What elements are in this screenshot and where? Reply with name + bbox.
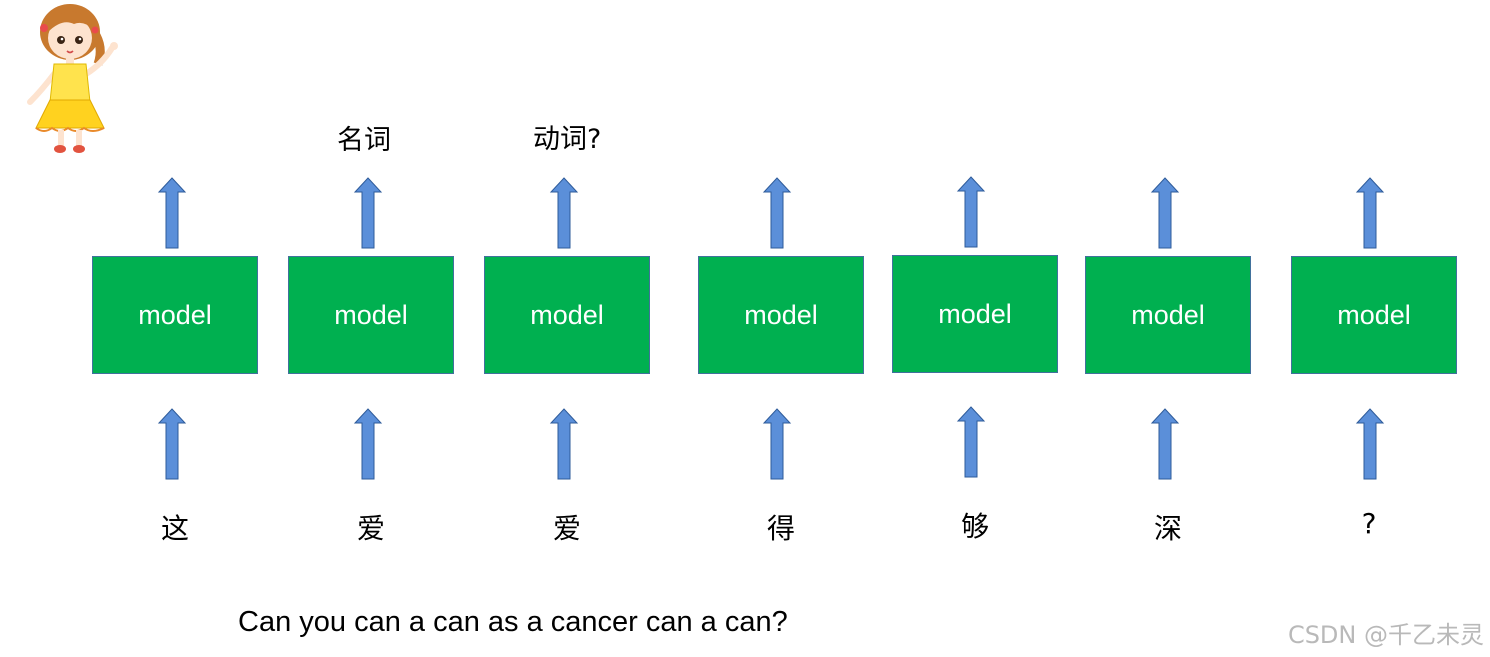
input-token-1: 这 <box>160 512 189 545</box>
input-token-5: 够 <box>960 510 989 543</box>
output-label-verb: 动词? <box>533 124 602 155</box>
input-token-6: 深 <box>1153 512 1182 545</box>
up-arrow-input-3 <box>549 408 579 480</box>
output-label-noun: 名词 <box>337 125 391 156</box>
input-token-4: 得 <box>766 512 795 545</box>
model-box-3: model <box>484 256 650 374</box>
cartoon-girl-illustration <box>27 4 118 153</box>
model-box-5: model <box>892 255 1058 373</box>
input-token-3: 爱 <box>552 512 581 545</box>
up-arrow-input-2 <box>353 408 383 480</box>
up-arrow-input-6 <box>1150 408 1180 480</box>
model-box-4: model <box>698 256 864 374</box>
up-arrow-output-7 <box>1355 177 1385 249</box>
up-arrow-output-5 <box>956 176 986 248</box>
up-arrow-output-2 <box>353 177 383 249</box>
csdn-watermark: CSDN @千乙未灵 <box>1287 621 1484 649</box>
model-box-7: model <box>1291 256 1457 374</box>
model-box-1: model <box>92 256 258 374</box>
model-box-6: model <box>1085 256 1251 374</box>
up-arrow-output-4 <box>762 177 792 249</box>
up-arrow-output-6 <box>1150 177 1180 249</box>
up-arrow-input-1 <box>157 408 187 480</box>
example-sentence: Can you can a can as a cancer can a can? <box>238 606 788 638</box>
input-token-2: 爱 <box>356 512 385 545</box>
up-arrow-output-3 <box>549 177 579 249</box>
up-arrow-input-5 <box>956 406 986 478</box>
up-arrow-input-7 <box>1355 408 1385 480</box>
input-token-7: ? <box>1361 507 1377 540</box>
up-arrow-input-4 <box>762 408 792 480</box>
up-arrow-output-1 <box>157 177 187 249</box>
model-box-2: model <box>288 256 454 374</box>
